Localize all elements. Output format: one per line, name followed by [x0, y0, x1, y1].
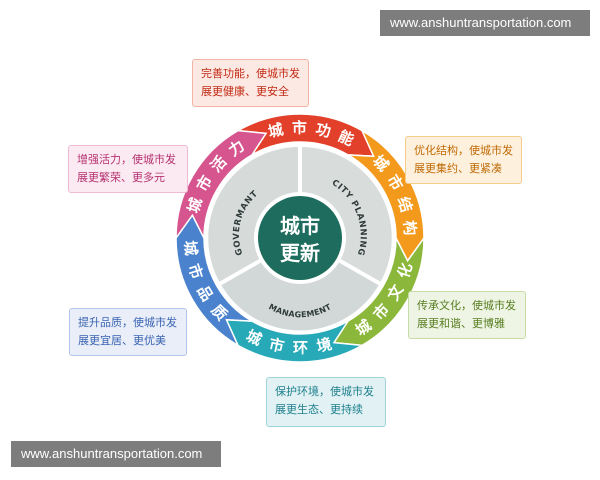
note-wenhua: 传承文化，使城市发 展更和谐、更博雅 [408, 291, 526, 339]
watermark-top: www.anshuntransportation.com [380, 10, 590, 36]
arrow-ring [175, 113, 425, 363]
ring-label-char: 市 [292, 119, 307, 137]
ring-label-char: 城 [243, 327, 264, 350]
ring-label-char: 城 [184, 196, 206, 216]
ring-label-char: 构 [400, 220, 419, 237]
note-huanjing: 保护环境，使城市发 展更生态、更持续 [266, 377, 386, 427]
ring-label-char: 环 [293, 339, 308, 357]
note-huoli: 增强活力，使城市发 展更繁荣、更多元 [68, 145, 188, 193]
ring-segment-huoli [175, 129, 268, 241]
watermark-bottom: www.anshuntransportation.com [11, 441, 221, 467]
note-pinzhi: 提升品质，使城市发 展更宜居、更优美 [69, 308, 187, 356]
ring-label-char: 城 [181, 240, 200, 257]
center-title-line1: 城市 [280, 214, 320, 238]
center-title-line2: 更新 [280, 241, 320, 265]
ring-label-char: 境 [315, 335, 334, 356]
ring-label-char: 化 [394, 261, 416, 281]
note-jiegou: 优化结构，使城市发 展更集约、更紧凑 [405, 136, 522, 184]
ring-label-char: 市 [267, 335, 286, 356]
center-disc [258, 196, 342, 280]
ring-label-char: 能 [335, 127, 356, 150]
ring-label-char: 市 [184, 262, 206, 282]
ring-label-char: 结 [394, 195, 416, 215]
ring-label-char: 功 [314, 120, 333, 141]
note-gongneng: 完善功能，使城市发 展更健康、更安全 [192, 59, 309, 107]
ring-label-char: 城 [266, 120, 285, 141]
